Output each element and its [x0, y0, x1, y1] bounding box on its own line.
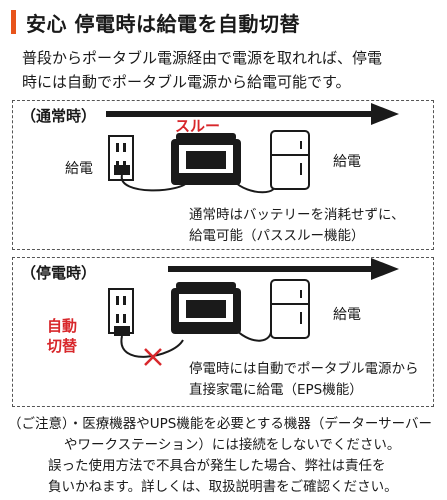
caution-line-3: 誤った使用方法で不具合が発生した場合、弊社は責任を [48, 458, 386, 474]
outage-output-label: 給電 [333, 307, 361, 323]
intro-line-1: 普段からポータブル電源経由で電源を取れれば、停電 [22, 49, 383, 67]
refrigerator-icon [270, 130, 310, 190]
flow-arrow-icon [106, 103, 399, 125]
normal-caption: 通常時はバッテリーを消耗せずに、 給電可能（パススルー機能） [189, 205, 405, 247]
auto-switch-line-2: 切替 [47, 337, 78, 355]
outage-panel-label: （停電時） [21, 264, 97, 282]
normal-caption-line-2: 給電可能（パススルー機能） [189, 228, 365, 244]
auto-switch-label: 自動 切替 [47, 316, 77, 356]
page-title: 安心 停電時は給電を自動切替 [26, 12, 300, 36]
caution-note: （ご注意）・医療機器やUPS機能を必要とする機器（データーサーバー やワークステ… [8, 414, 444, 498]
intro-text: 普段からポータブル電源経由で電源を取れれば、停電 時には自動でポータブル電源から… [22, 46, 442, 94]
pass-through-label: スルー [175, 117, 221, 135]
intro-line-2: 時には自動でポータブル電源から給電可能です。 [22, 73, 351, 91]
normal-panel-label: （通常時） [21, 107, 97, 125]
refrigerator-icon [270, 279, 310, 339]
auto-switch-line-1: 自動 [47, 317, 78, 335]
outage-caption-line-1: 停電時には自動でポータブル電源から [189, 361, 419, 377]
flow-arrow-icon [168, 258, 399, 280]
normal-output-label: 給電 [333, 154, 361, 170]
outage-panel: （停電時） [12, 257, 434, 407]
plug-icon [114, 165, 130, 175]
power-cut-x-icon [144, 348, 162, 366]
title-accent-bar [11, 10, 16, 34]
portable-power-station-icon [171, 133, 241, 185]
normal-caption-line-1: 通常時はバッテリーを消耗せずに、 [189, 207, 405, 223]
wall-outlet-icon [108, 288, 134, 334]
caution-line-1: （ご注意）・医療機器やUPS機能を必要とする機器（データーサーバー [8, 416, 433, 432]
portable-power-station-icon [171, 282, 241, 334]
outage-diagram [108, 258, 399, 366]
caution-line-2: やワークステーション）には接続をしないでください。 [64, 437, 401, 453]
normal-diagram [106, 103, 399, 194]
normal-supply-label: 給電 [65, 161, 93, 177]
outage-caption-line-2: 直接家電に給電（EPS機能） [189, 382, 363, 398]
plug-icon [114, 326, 130, 336]
caution-line-4: 負いかねます。詳しくは、取扱説明書をご確認ください。 [48, 479, 398, 495]
normal-operation-panel: （通常時） [12, 100, 434, 250]
outage-caption: 停電時には自動でポータブル電源から 直接家電に給電（EPS機能） [189, 359, 419, 401]
